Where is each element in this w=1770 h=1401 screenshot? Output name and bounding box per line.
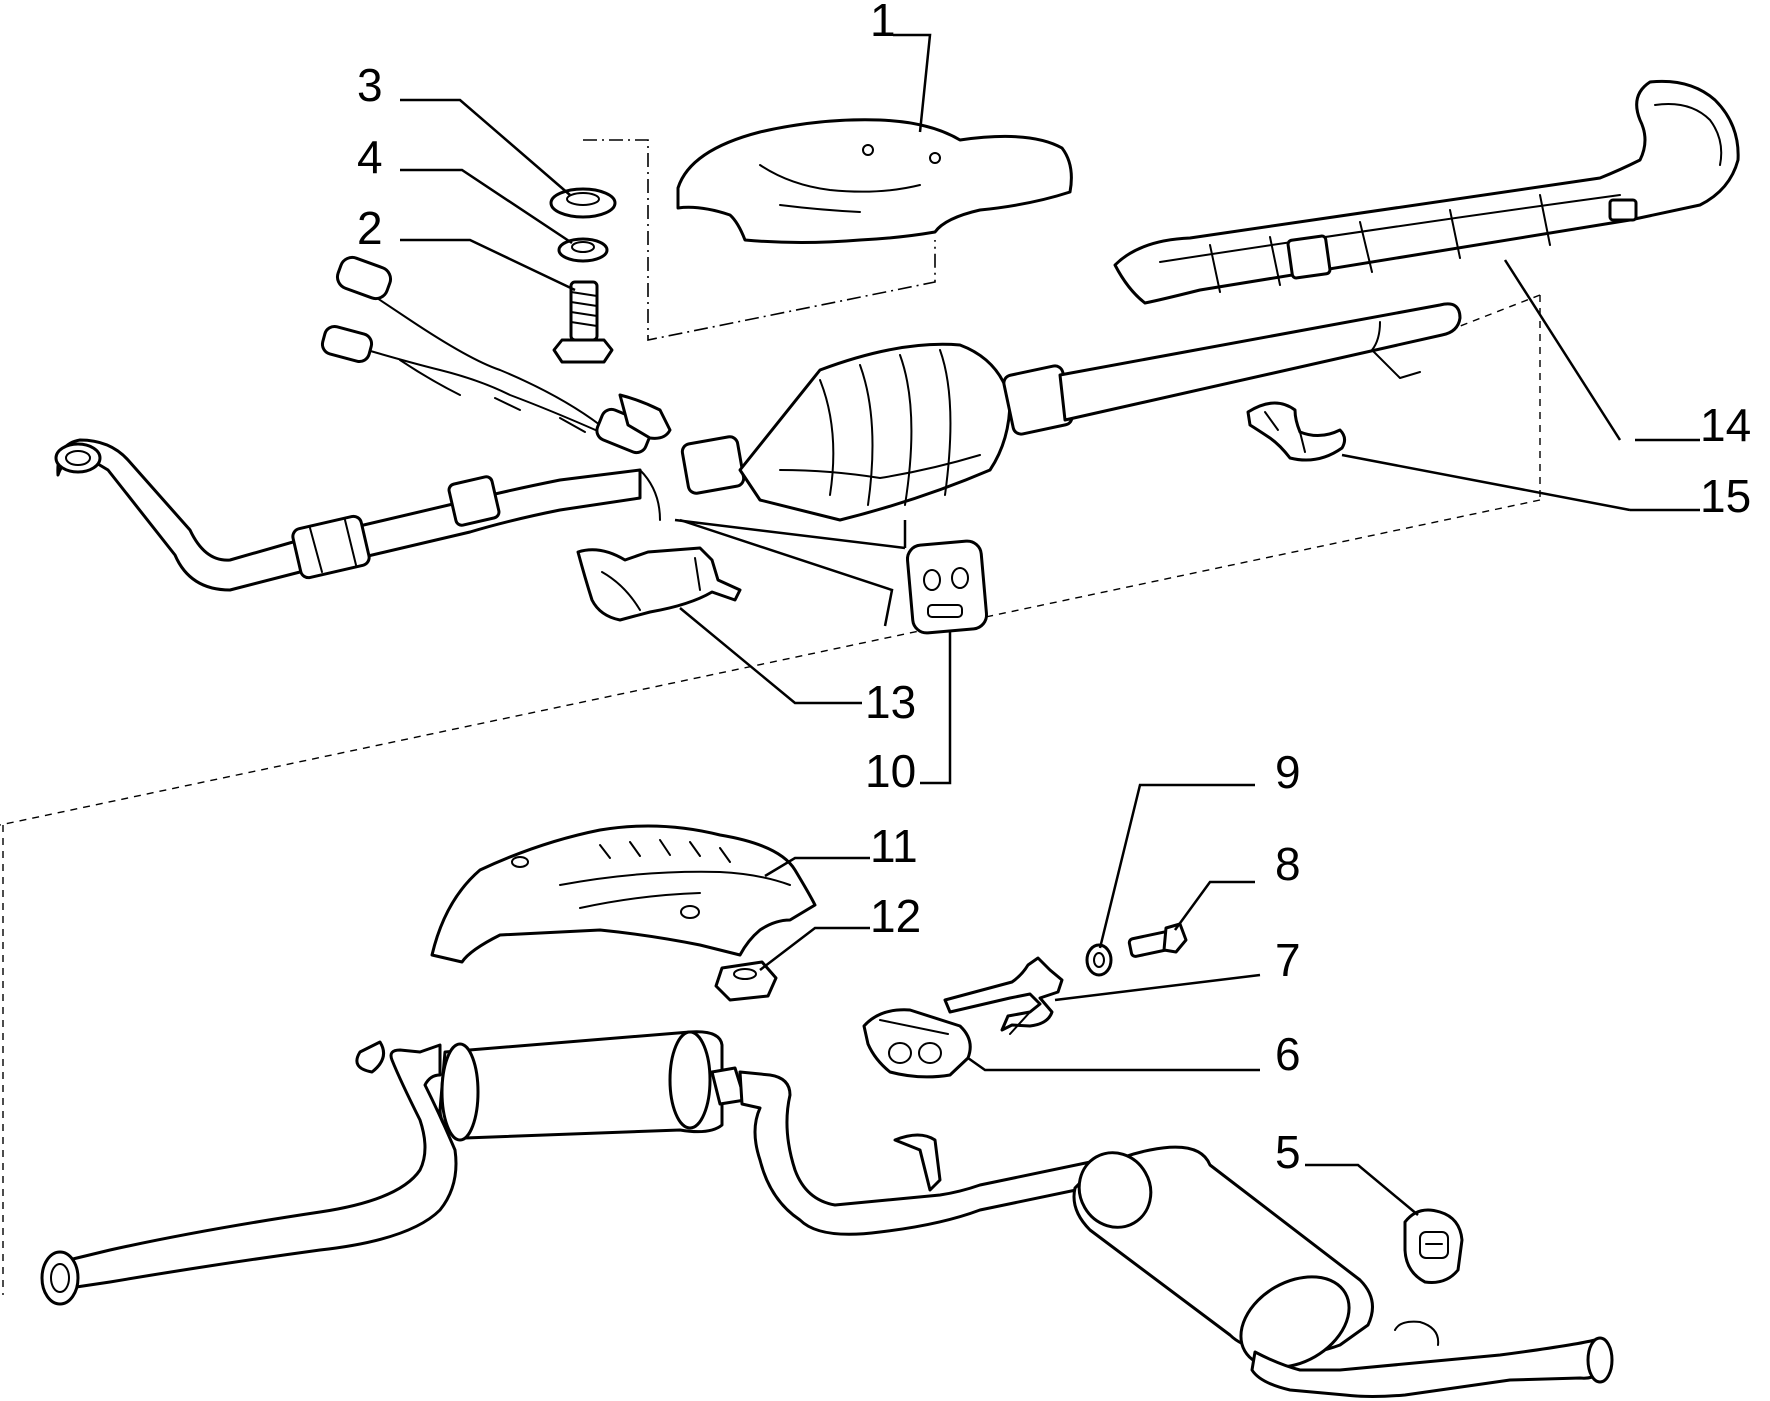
part-5-rubber-ring (1403, 1208, 1464, 1284)
callout-13: 13 (865, 676, 916, 728)
part-14-tunnel-heat-shield (1113, 79, 1740, 305)
callout-1: 1 (870, 0, 896, 46)
callout-6: 6 (1275, 1028, 1301, 1080)
part-3-flat-washer (549, 187, 617, 219)
part-2-bolt (552, 280, 614, 364)
callout-14: 14 (1700, 399, 1751, 451)
callout-4: 4 (357, 131, 383, 183)
part-6-rubber-mount (862, 1008, 972, 1079)
callout-leader-lines (400, 33, 1700, 1216)
callout-3: 3 (357, 59, 383, 111)
part-11-silencer-heat-shield (430, 824, 817, 964)
part-1-converter-heat-shield (676, 118, 1073, 244)
intermediate-pipe (1058, 302, 1462, 422)
callout-labels: 1 3 4 2 14 15 13 10 11 12 9 8 7 6 5 (357, 0, 1751, 1178)
callout-10: 10 (865, 745, 916, 797)
section-divider-lines (0, 139, 1541, 1295)
part-8-bolt (1127, 922, 1188, 958)
pipe-hanger-bracket-front (618, 393, 672, 521)
callout-15: 15 (1700, 470, 1751, 522)
front-exhaust-pipe (54, 438, 642, 592)
part-4-spring-washer (557, 237, 609, 263)
part-10-rubber-hanger (905, 539, 989, 635)
part-12-hex-nut (714, 960, 778, 1002)
part-9-washer (1085, 943, 1113, 977)
callout-9: 9 (1275, 746, 1301, 798)
callout-8: 8 (1275, 838, 1301, 890)
catalytic-converter (680, 342, 1074, 522)
rear-exhaust-assembly (40, 1030, 1614, 1398)
part-13-support-bracket (576, 546, 742, 622)
oxygen-sensor-wiring (320, 255, 653, 455)
callout-11: 11 (870, 820, 918, 872)
callout-12: 12 (870, 890, 921, 942)
part-7-hanger-bracket (943, 956, 1064, 1035)
part-15-pipe-clamp (1246, 401, 1347, 462)
callout-5: 5 (1275, 1126, 1301, 1178)
callout-2: 2 (357, 202, 383, 254)
callout-7: 7 (1275, 934, 1301, 986)
